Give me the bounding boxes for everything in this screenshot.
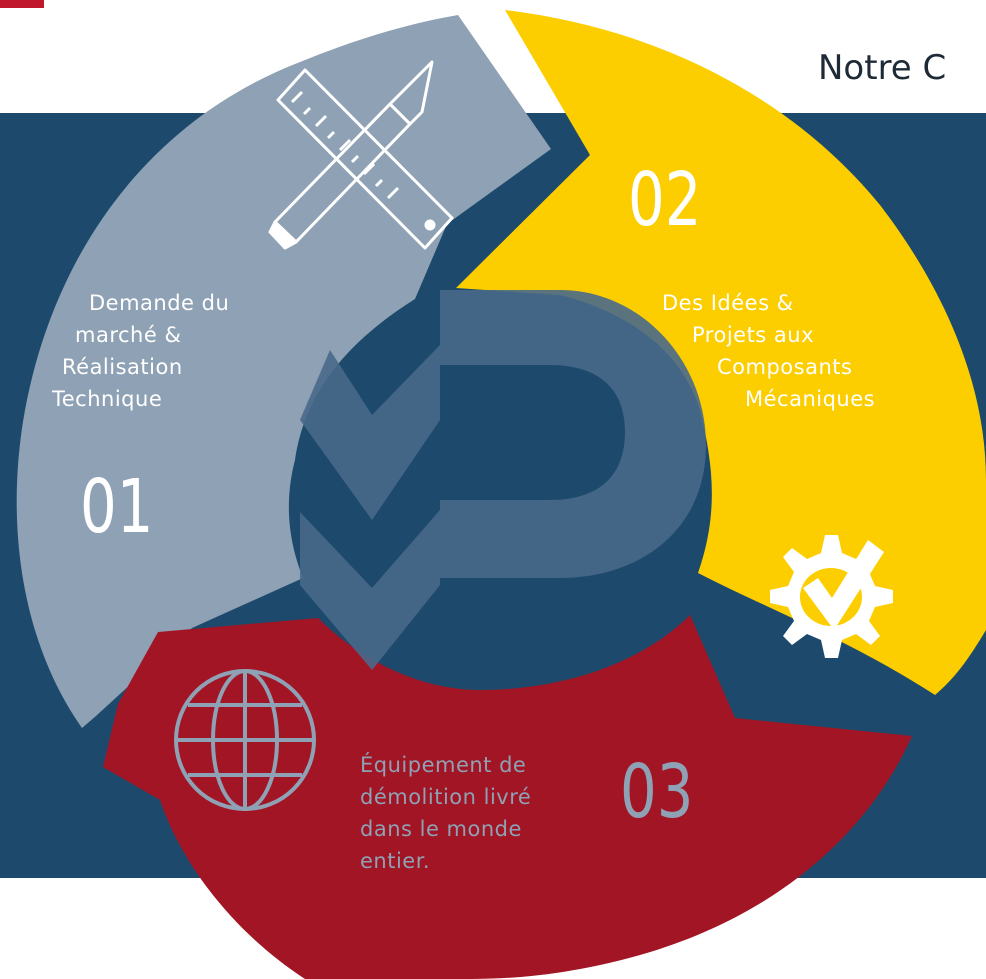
step-02-line-2: Projets aux	[692, 323, 815, 347]
globe-icon	[174, 669, 316, 811]
segment-01	[16, 15, 552, 728]
step-03-line-1: Équipement de	[360, 753, 527, 777]
step-03-line-3: dans le monde	[360, 817, 522, 841]
step-02-number: 02	[628, 157, 702, 243]
step-03-line-2: démolition livré	[360, 785, 532, 809]
step-01-number: 01	[80, 464, 154, 550]
step-02-line-1: Des Idées &	[662, 291, 794, 315]
step-01-line-3: Réalisation	[62, 355, 183, 379]
step-01-line-2: marché &	[75, 323, 182, 347]
gear-check-icon	[770, 535, 893, 658]
headline: Notre C	[818, 48, 947, 88]
step-01-line-1: Demande du	[89, 291, 230, 315]
segment-02	[456, 10, 986, 695]
ruler-shape	[276, 68, 454, 250]
step-01-line-4: Technique	[52, 387, 163, 411]
step-03-number: 03	[620, 749, 694, 835]
corner-accent	[0, 0, 44, 8]
step-02-line-3: Composants	[717, 355, 853, 379]
pencil-ruler-icon	[268, 60, 454, 250]
step-02-line-4: Mécaniques	[745, 387, 876, 411]
logo-mark	[300, 290, 706, 670]
check-mark	[803, 540, 884, 630]
step-03-line-4: entier.	[360, 849, 431, 873]
logo-p-letter	[440, 290, 706, 578]
logo-chevron-top	[300, 345, 440, 520]
logo-chevron-bottom	[300, 510, 440, 670]
